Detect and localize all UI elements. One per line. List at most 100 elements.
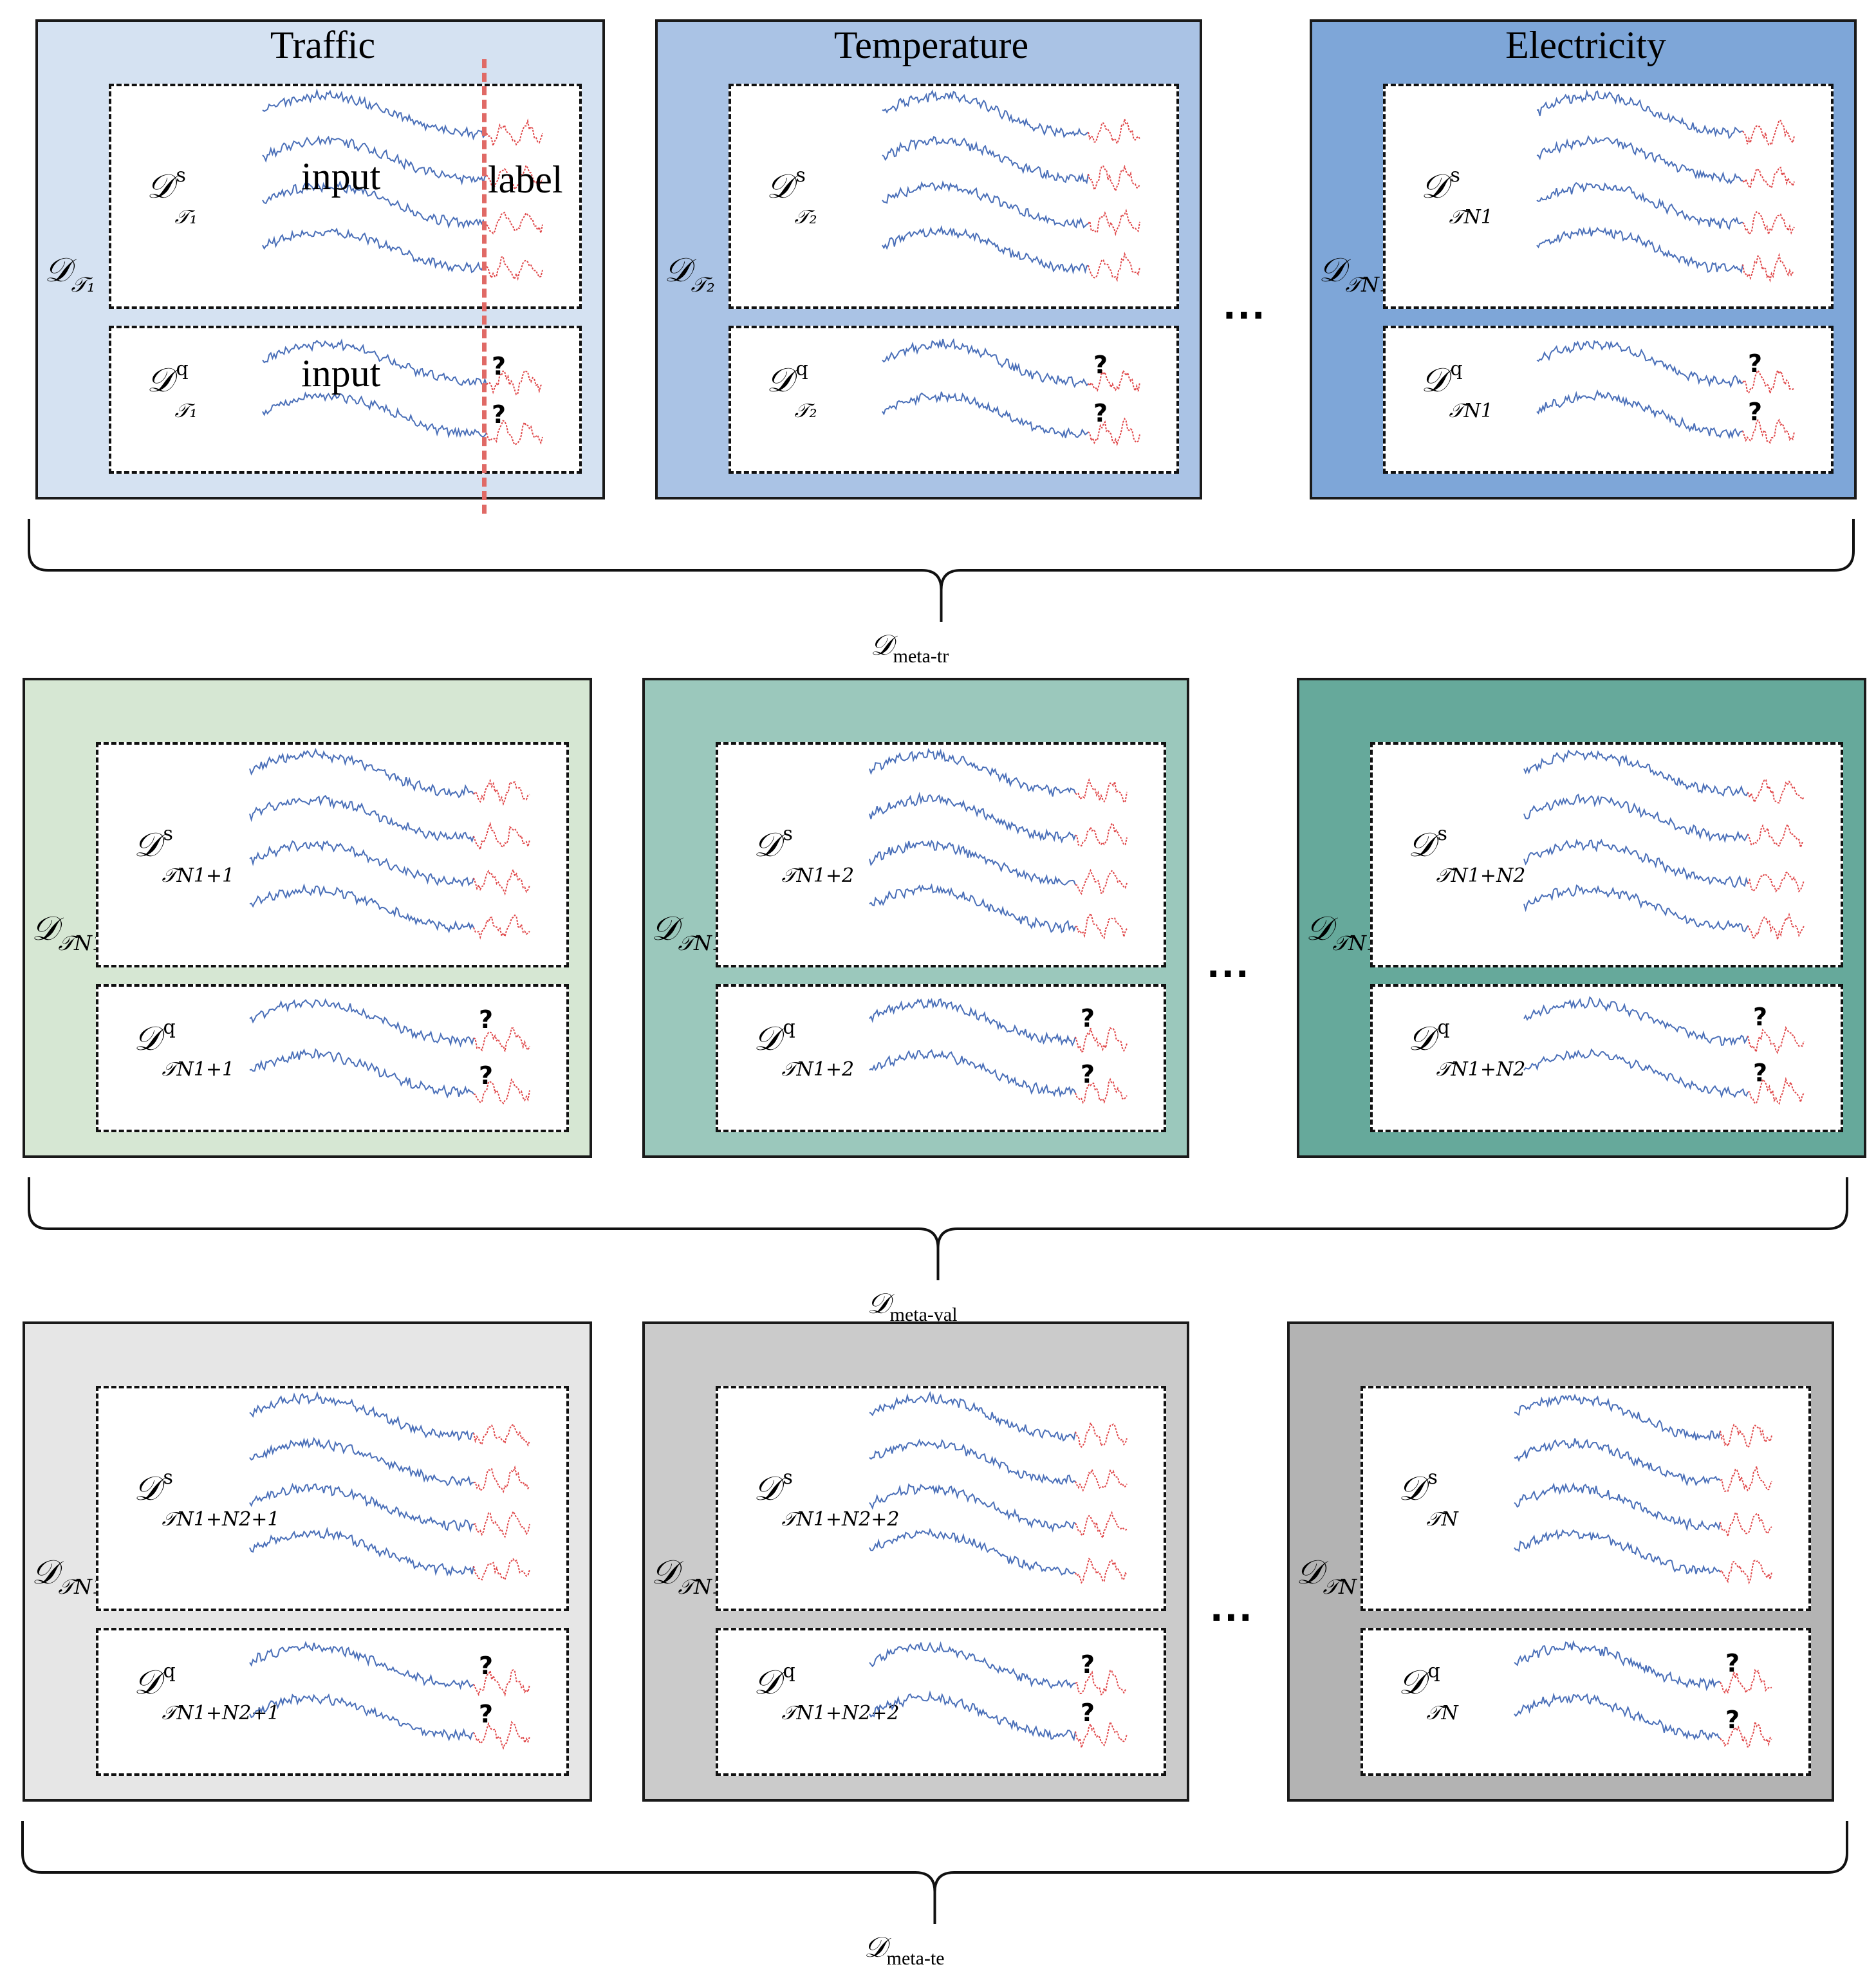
input-series-line bbox=[249, 998, 474, 1048]
query-unknown-mark: ? bbox=[1748, 398, 1763, 427]
support-series bbox=[249, 1482, 530, 1538]
label-series-line bbox=[1088, 164, 1140, 193]
input-series-line bbox=[869, 1439, 1076, 1485]
support-series bbox=[1536, 182, 1795, 236]
input-series-line bbox=[1536, 182, 1743, 230]
query-series bbox=[869, 998, 1128, 1054]
label-series-line bbox=[1075, 1511, 1128, 1540]
split-label-meta-tr: 𝒟meta-tr bbox=[871, 631, 949, 666]
set-type-superscript: s bbox=[163, 823, 173, 845]
task-subscript: 𝒯N1+N2+1 bbox=[162, 1702, 280, 1724]
task-subscript: 𝒯N1+N2+2 bbox=[781, 1508, 900, 1531]
query-series bbox=[869, 1641, 1127, 1695]
query-unknown-mark: ? bbox=[479, 1699, 494, 1728]
input-series-line bbox=[869, 1049, 1076, 1098]
input-series-line bbox=[249, 1048, 474, 1099]
dataset-symbol: 𝒟 bbox=[147, 167, 174, 206]
domain-title: Traffic bbox=[270, 24, 376, 66]
support-series bbox=[249, 1526, 530, 1582]
set-type-superscript: q bbox=[795, 358, 808, 380]
query-unknown-mark: ? bbox=[479, 1651, 494, 1680]
support-series bbox=[882, 89, 1140, 145]
label-series-line bbox=[1747, 1076, 1805, 1105]
label-series-line bbox=[1075, 911, 1128, 940]
support-series bbox=[1514, 1394, 1772, 1449]
set-type-superscript: s bbox=[176, 164, 186, 187]
set-type-superscript: s bbox=[163, 1466, 173, 1489]
input-series-line bbox=[869, 883, 1076, 933]
label-series-line bbox=[473, 1668, 530, 1697]
task-subscript: 𝒯N1 bbox=[1449, 206, 1493, 229]
label-series-line bbox=[473, 1027, 530, 1052]
input-series-line bbox=[249, 1641, 474, 1690]
dataset-symbol: 𝒟 bbox=[134, 1470, 161, 1508]
query-unknown-mark: ? bbox=[1725, 1705, 1740, 1734]
split-subscript: meta-te bbox=[886, 1948, 945, 1969]
query-unknown-mark: ? bbox=[1081, 1650, 1095, 1679]
label-series-line bbox=[1720, 1423, 1772, 1449]
dataset-symbol: 𝒟 bbox=[754, 1470, 781, 1508]
input-series-line bbox=[249, 840, 474, 888]
query-unknown-mark: ? bbox=[1725, 1649, 1740, 1678]
query-series bbox=[1523, 996, 1805, 1054]
dataset-symbol: 𝒟 bbox=[664, 251, 691, 290]
input-series-line bbox=[249, 1526, 474, 1577]
label-series-line bbox=[1075, 1078, 1128, 1105]
label-series-line bbox=[1720, 1560, 1772, 1585]
support-series bbox=[1536, 135, 1795, 190]
support-series bbox=[882, 225, 1140, 283]
query-unknown-mark: ? bbox=[492, 351, 506, 380]
label-series-line bbox=[486, 369, 543, 396]
query-unknown-mark: ? bbox=[1081, 1060, 1095, 1089]
support-series bbox=[869, 1527, 1128, 1584]
dataset-symbol: 𝒟 bbox=[1296, 1553, 1323, 1592]
set-type-superscript: q bbox=[783, 1660, 795, 1683]
input-series-line bbox=[1514, 1639, 1721, 1692]
support-series bbox=[1536, 226, 1795, 283]
query-series bbox=[249, 1641, 530, 1697]
dataset-symbol: 𝒟 bbox=[766, 361, 794, 400]
label-series-line bbox=[1088, 252, 1140, 283]
split-symbol: 𝒟 bbox=[864, 1932, 887, 1963]
label-series-line bbox=[1075, 822, 1128, 847]
support-series bbox=[869, 1390, 1128, 1448]
query-series bbox=[249, 1693, 530, 1750]
query-unknown-mark: ? bbox=[1748, 350, 1763, 378]
input-series-line bbox=[882, 136, 1089, 185]
input-series-line bbox=[262, 180, 487, 229]
label-series-line bbox=[473, 868, 530, 896]
dataset-symbol: 𝒟 bbox=[754, 1020, 781, 1058]
split-label-meta-te: 𝒟meta-te bbox=[864, 1934, 945, 1968]
input-series-line bbox=[882, 225, 1089, 275]
query-series bbox=[882, 391, 1140, 447]
input-series-line bbox=[1514, 1529, 1721, 1574]
input-series-line bbox=[262, 338, 487, 386]
dataset-symbol: 𝒟 bbox=[134, 1663, 161, 1702]
input-series-line bbox=[1514, 1394, 1721, 1441]
support-series bbox=[249, 840, 530, 896]
support-series bbox=[262, 135, 543, 191]
input-series-line bbox=[882, 391, 1089, 438]
label-series-line bbox=[1742, 252, 1795, 283]
split-symbol: 𝒟 bbox=[870, 630, 893, 661]
more-tasks-ellipsis: ... bbox=[1207, 945, 1250, 985]
task-subscript: 𝒯N1+1 bbox=[162, 1058, 235, 1081]
support-series bbox=[1523, 884, 1805, 940]
task-subscript: 𝒯₁ bbox=[174, 400, 198, 422]
label-series-line bbox=[473, 914, 530, 940]
